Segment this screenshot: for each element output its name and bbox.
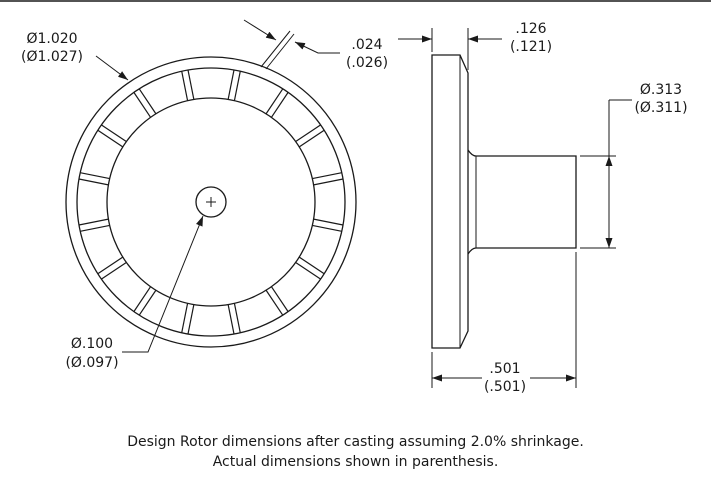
radial-slot xyxy=(295,124,325,148)
center-hole xyxy=(195,186,227,218)
overall-length-actual-label: (.501) xyxy=(484,379,526,395)
hub-diameter-actual-label: (Ø.311) xyxy=(634,100,687,116)
radial-slot xyxy=(97,124,127,148)
radial-slot xyxy=(265,286,289,316)
front-view xyxy=(65,56,357,348)
caption-line-2: Actual dimensions shown in parenthesis. xyxy=(212,454,499,470)
flange-profile xyxy=(431,54,469,349)
radial-slot xyxy=(227,69,241,101)
hub-diameter-label: Ø.313 xyxy=(640,82,682,98)
hole-diameter-actual-label: (Ø.097) xyxy=(65,355,118,371)
outer-diameter-leader xyxy=(95,55,129,81)
hole-diameter-label: Ø.100 xyxy=(71,336,113,352)
radial-slot xyxy=(312,172,344,186)
radial-slot xyxy=(181,69,195,101)
rotor-ring-outer xyxy=(76,67,346,337)
radial-slot xyxy=(133,88,157,118)
caption-line-1: Design Rotor dimensions after casting as… xyxy=(127,434,584,450)
hub-profile xyxy=(467,149,577,255)
radial-slot xyxy=(227,303,241,335)
radial-slot xyxy=(312,218,344,232)
hole-diameter-leader xyxy=(122,215,204,353)
radial-slot xyxy=(265,88,289,118)
radial-slot xyxy=(78,218,110,232)
hub-diameter-dimension xyxy=(580,99,632,249)
slot-width-actual-label: (.026) xyxy=(346,55,388,71)
overall-length-label: .501 xyxy=(489,361,520,377)
radial-slot xyxy=(78,172,110,186)
rotor-outer-edge xyxy=(65,56,357,348)
radial-slot xyxy=(181,303,195,335)
overall-length-dimension xyxy=(431,252,577,388)
rotor-ring-inner xyxy=(106,97,316,307)
outer-diameter-actual-label: (Ø1.027) xyxy=(21,49,83,65)
slot-group xyxy=(78,69,344,335)
flange-thickness-label: .126 xyxy=(515,21,546,37)
side-view xyxy=(431,54,577,349)
slot-width-label: .024 xyxy=(351,37,382,53)
outer-diameter-label: Ø1.020 xyxy=(26,31,77,47)
flange-thickness-dimension xyxy=(398,28,502,70)
flange-thickness-actual-label: (.121) xyxy=(510,39,552,55)
radial-slot xyxy=(295,256,325,280)
radial-slot xyxy=(133,286,157,316)
center-mark xyxy=(206,197,216,207)
radial-slot xyxy=(97,256,127,280)
slot-width-dimension xyxy=(243,19,340,70)
